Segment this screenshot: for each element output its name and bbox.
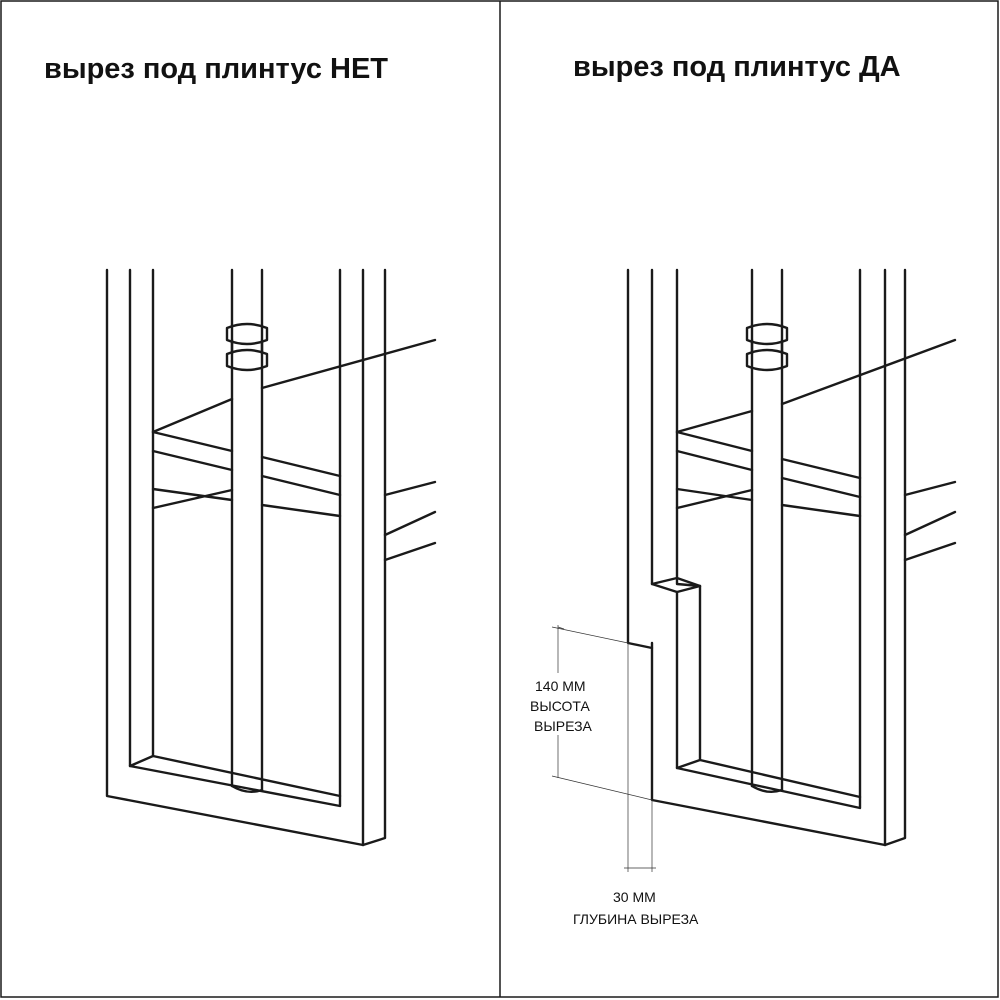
cabinet-no-cutout [105, 268, 437, 847]
right-floor-corner [675, 758, 702, 770]
right-panel-title: вырез под плинтус ДА [573, 51, 901, 83]
left-pipe-base [230, 784, 264, 793]
right-outer-frame [626, 268, 887, 847]
right-pipe-base [750, 784, 784, 793]
right-inner-opening [650, 268, 862, 810]
right-pipe [750, 268, 784, 792]
right-outer-rails [903, 480, 957, 562]
left-inner-opening [128, 268, 342, 808]
right-pipe-coupling [745, 322, 789, 372]
left-pipe-coupling [225, 322, 269, 372]
left-shelf-front [151, 430, 342, 478]
left-shelf-top [151, 338, 437, 434]
left-pipe [230, 268, 264, 792]
right-cutout-notch [650, 576, 702, 594]
left-floor-corner [128, 754, 155, 768]
depth-dimension-lines [624, 643, 656, 872]
right-shelf-front [675, 430, 862, 480]
left-outer-rails [383, 480, 437, 562]
left-shelf-bottom [151, 449, 342, 497]
height-dimension-lines [551, 625, 653, 801]
left-panel-title: вырез под плинтус НЕТ [44, 53, 388, 85]
left-frame-side [361, 268, 387, 847]
left-outer-frame [105, 268, 365, 847]
right-shelf-top [675, 338, 957, 434]
height-dim-label-2: ВЫРЕЗА [534, 718, 593, 734]
depth-dim-label: ГЛУБИНА ВЫРЕЗА [573, 911, 699, 927]
right-frame-side [883, 268, 907, 847]
right-shelf-bottom [675, 449, 862, 499]
height-dim-value: 140 ММ [535, 678, 586, 694]
left-shelf-underside [151, 488, 234, 510]
depth-dim-value: 30 ММ [613, 889, 656, 905]
cabinet-with-cutout [626, 268, 957, 847]
height-dim-label-1: ВЫСОТА [530, 698, 591, 714]
right-shelf-rail [675, 487, 862, 518]
left-shelf-rail [151, 487, 342, 518]
right-shelf-underside [675, 488, 754, 510]
